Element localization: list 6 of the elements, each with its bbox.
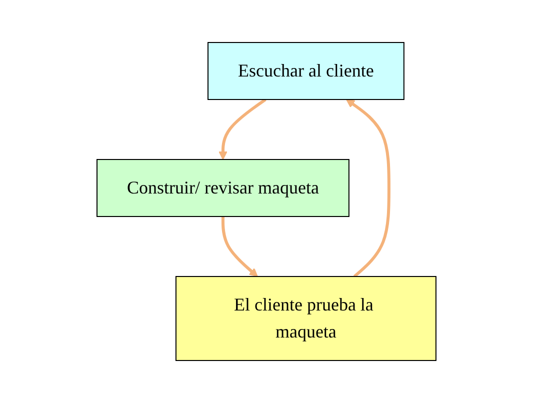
arrow xyxy=(218,98,266,160)
arrow xyxy=(222,216,258,277)
node-box: Construir/ revisar maqueta xyxy=(96,159,350,217)
node-box: El cliente prueba la maqueta xyxy=(175,276,436,361)
arrow xyxy=(346,99,390,278)
node-box: Escuchar al cliente xyxy=(208,42,404,100)
